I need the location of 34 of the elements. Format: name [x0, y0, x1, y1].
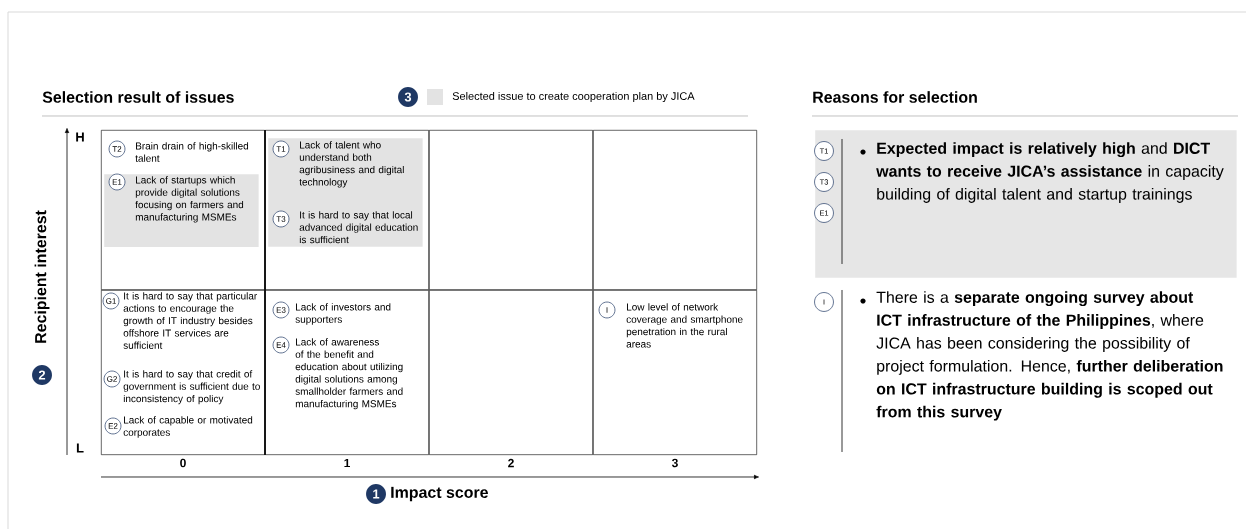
issue-text: Lack of startups which provide digital solutions focusing on farmers and manufacturing MSMEs: [135, 176, 244, 223]
matrix-cell: [265, 290, 429, 455]
matrix-cell: [429, 290, 593, 455]
axis-title: Impact score: [391, 486, 488, 502]
axis-title: Recipient interest: [34, 210, 50, 343]
legend-text: Selected issue to create cooperation plan by JICA: [452, 91, 695, 103]
matrix-cell: [265, 130, 429, 290]
issue-text: It is hard to say that particular actions to encourage the growth of IT industry besides offshore IT services are sufficient: [123, 292, 257, 349]
number-badge: 2: [32, 365, 52, 385]
tick-label: 1: [344, 458, 350, 468]
section-heading: Reasons for selection: [813, 91, 977, 103]
matrix-cell: [593, 290, 757, 455]
axis-end-label: H: [76, 132, 84, 142]
issue-text: Low level of network coverage and smartphone penetration in the rural areas: [626, 303, 743, 348]
issue-text: It is hard to say that local advanced digital education is sufficient: [299, 211, 418, 244]
issue-text: Brain drain of high-skilled talent: [135, 142, 249, 162]
highlight-box: [104, 174, 259, 247]
tick-label: 0: [180, 458, 186, 468]
matrix-cell: [429, 130, 593, 290]
reason-text: There is a separate ongoing survey about ICT infrastructure of the Philippines, where JICA has been considering the possibility of project formulation. Hence, further deliberation on ICT infrastructure building is scoped out from this survey: [876, 291, 1223, 421]
matrix-cell: [593, 130, 757, 290]
number-badge: 3: [398, 87, 418, 107]
tick-label: 3: [671, 458, 678, 468]
highlight-box: [268, 138, 423, 247]
issue-text: Lack of awareness of the benefit and education about utilizing digital solutions among smallholder farmers and manufacturing MSMEs: [295, 338, 403, 410]
matrix-cell: [101, 130, 265, 290]
number-badge: 1: [366, 484, 386, 504]
issue-text: Lack of talent who understand both agribusiness and digital technology: [299, 141, 404, 188]
section-heading: Selection result of issues: [42, 91, 234, 103]
issue-text: It is hard to say that credit of government is sufficient due to inconsistency of policy: [123, 370, 260, 405]
issue-text: Lack of investors and supporters: [295, 303, 391, 325]
issue-text: Lack of capable or motivated corporates: [123, 416, 253, 438]
axis-end-label: L: [76, 443, 84, 453]
matrix-cell: [101, 290, 265, 455]
